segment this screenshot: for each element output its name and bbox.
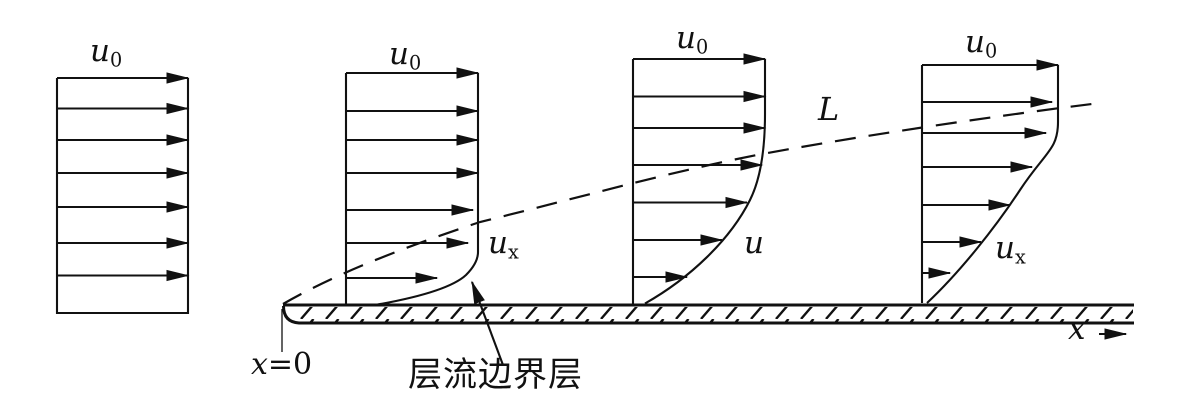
L-text: L (818, 90, 840, 128)
ux-base: u (995, 230, 1015, 266)
plate-hatching (291, 307, 1133, 322)
x0-base: x (251, 347, 268, 382)
label-x-origin: x=0 (251, 350, 312, 380)
velocity-profile-near (344, 67, 480, 307)
label-laminar-boundary-layer: 层流边界层 (408, 355, 583, 395)
label-x-axis: x (1068, 314, 1085, 345)
ux-base: u (488, 225, 508, 261)
u0-base: u (965, 24, 985, 60)
u-base: u (744, 225, 764, 261)
u0-sub: 0 (984, 39, 998, 63)
label-u-profile-mid: u (744, 228, 764, 259)
boundary-layer-curve (926, 121, 1060, 304)
velocity-profile-far (920, 59, 1060, 304)
profile-outline (55, 78, 190, 315)
boundary-layer-curve (374, 251, 480, 307)
label-u0-profile-mid: u0 (676, 20, 708, 57)
velocity-profile-mid (631, 53, 767, 305)
u0-sub: 0 (695, 35, 709, 59)
u0-base: u (90, 33, 110, 69)
boundary-layer-growth-dashed-curve (282, 102, 1093, 305)
uniform-inflow-profile (55, 72, 190, 315)
ux-sub: x (1014, 245, 1026, 269)
boundary-layer-curve (644, 113, 767, 305)
flat-plate (282, 303, 1134, 325)
u0-base: u (389, 36, 409, 72)
u0-base: u (676, 20, 696, 56)
callout-arrow (471, 280, 504, 366)
label-u0-upstream: u0 (90, 33, 122, 70)
label-ux-profile-far: ux (995, 230, 1026, 267)
x0-rest: =0 (267, 347, 313, 382)
label-u0-profile-near: u0 (389, 36, 421, 73)
label-L-curve: L (818, 93, 839, 125)
plate-bottom-and-nose (282, 305, 1134, 325)
x-axis-text: x (1068, 311, 1086, 347)
u0-sub: 0 (109, 48, 123, 72)
label-u0-profile-far: u0 (965, 24, 997, 61)
label-ux-profile-near: ux (488, 225, 519, 262)
u0-sub: 0 (408, 51, 422, 75)
ux-sub: x (507, 240, 519, 264)
